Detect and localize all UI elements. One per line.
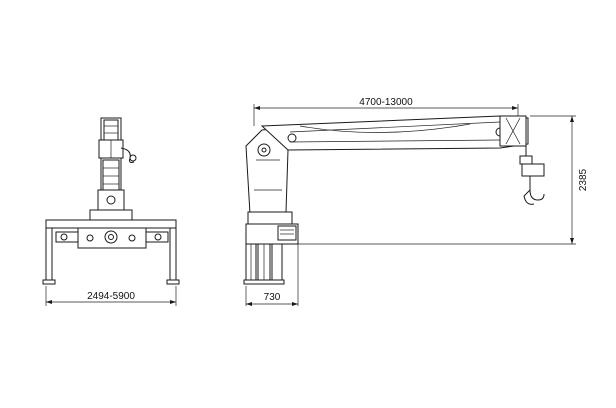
height-label: 2385 [578, 168, 589, 191]
front-width-label: 2494-5900 [87, 291, 135, 302]
side-view [243, 104, 576, 306]
left-outrigger-leg [45, 227, 53, 281]
right-outrigger-leg [169, 227, 177, 281]
base-depth-label: 730 [264, 292, 281, 303]
boom-length-label: 4700-13000 [359, 97, 413, 108]
boom [260, 115, 529, 151]
front-beam [45, 219, 177, 229]
front-view [42, 117, 180, 306]
